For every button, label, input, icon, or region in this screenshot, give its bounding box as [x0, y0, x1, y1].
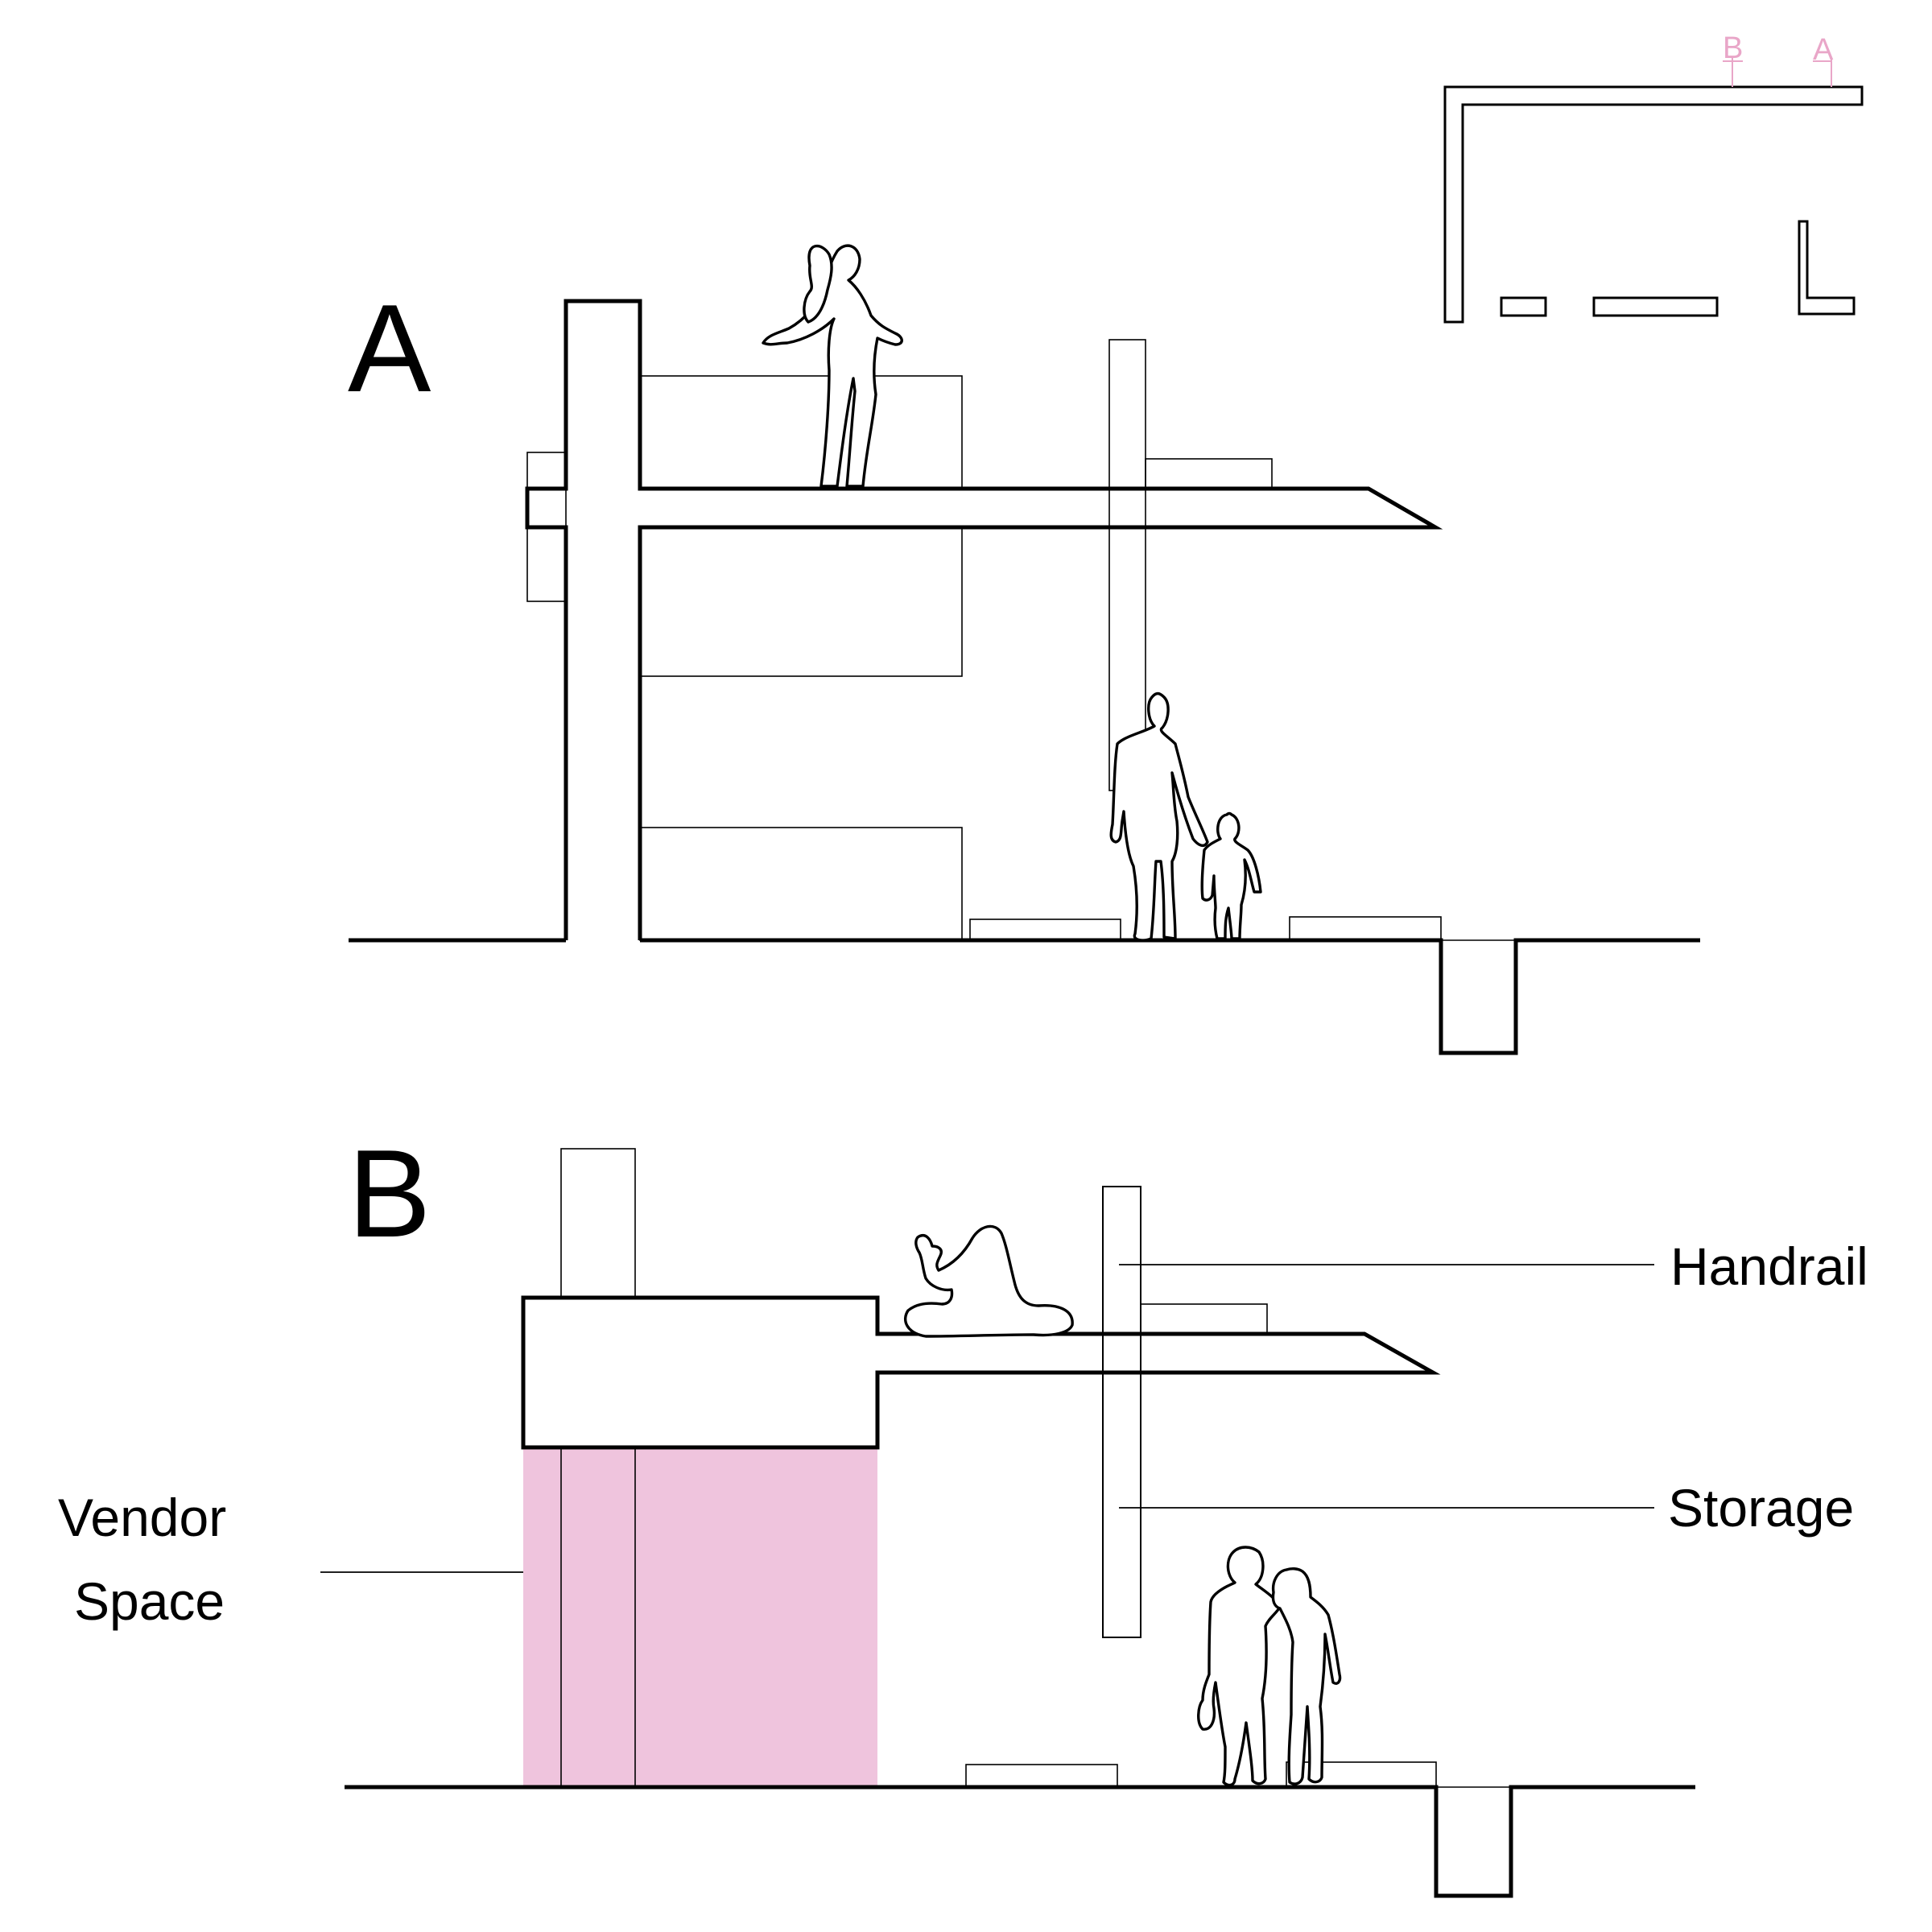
vendor-space-area: [523, 1447, 877, 1785]
key-plan-cut-b: B: [1723, 31, 1743, 65]
section-a-upper-shelf: [639, 375, 963, 489]
section-b-seated-person: [903, 1224, 1074, 1338]
section-a-ground-bench-2: [1289, 916, 1442, 941]
section-b-deck-bench: [1140, 1303, 1268, 1335]
section-b-letter: B: [348, 1124, 431, 1263]
section-b-ground-bench-1: [965, 1764, 1118, 1788]
person-silhouette: [903, 1224, 1074, 1338]
key-plan-l-wall: [1443, 85, 1864, 324]
child-silhouette: [803, 244, 833, 324]
section-a-deck-bench: [1145, 458, 1273, 489]
person-silhouette: [1197, 1546, 1282, 1787]
child-silhouette: [1200, 811, 1262, 940]
key-plan: B A: [1443, 31, 1864, 324]
storage-panel: [1102, 1186, 1141, 1638]
person-silhouette: [1271, 1567, 1342, 1785]
key-plan-corner: [1798, 220, 1856, 316]
section-a-ground-right: [640, 938, 1700, 1055]
section-a-letter: A: [348, 279, 431, 418]
vendor-space-label-line2: Space: [74, 1571, 225, 1631]
storage-label: Storage: [1668, 1478, 1854, 1538]
key-plan-block-2: [1592, 296, 1719, 317]
section-a-low-shelf: [639, 827, 963, 941]
section-b-ground: [345, 1785, 1695, 1898]
section-b-walking-couple: [1197, 1546, 1342, 1787]
section-a-adult-carrying-child: [762, 244, 903, 488]
section-a-column-and-deck: [525, 299, 1443, 940]
section-b-deck-volume: [521, 1295, 1441, 1450]
section-a-mid-shelf: [639, 526, 963, 677]
section-b-chimney: [560, 1148, 636, 1298]
person-silhouette: [762, 244, 903, 488]
vendor-space-label-line1: Vendor: [58, 1488, 226, 1547]
key-plan-block-1: [1500, 296, 1547, 317]
person-silhouette: [1109, 691, 1209, 942]
section-a-ground-bench-1: [969, 919, 1121, 941]
section-a-handrail-post: [1108, 339, 1146, 791]
section-b: B Handrail Storage Vendor Space: [58, 1124, 1868, 1898]
section-a: A: [348, 244, 1700, 1055]
handrail-label: Handrail: [1670, 1236, 1868, 1296]
section-a-adult-with-child: [1109, 691, 1262, 942]
